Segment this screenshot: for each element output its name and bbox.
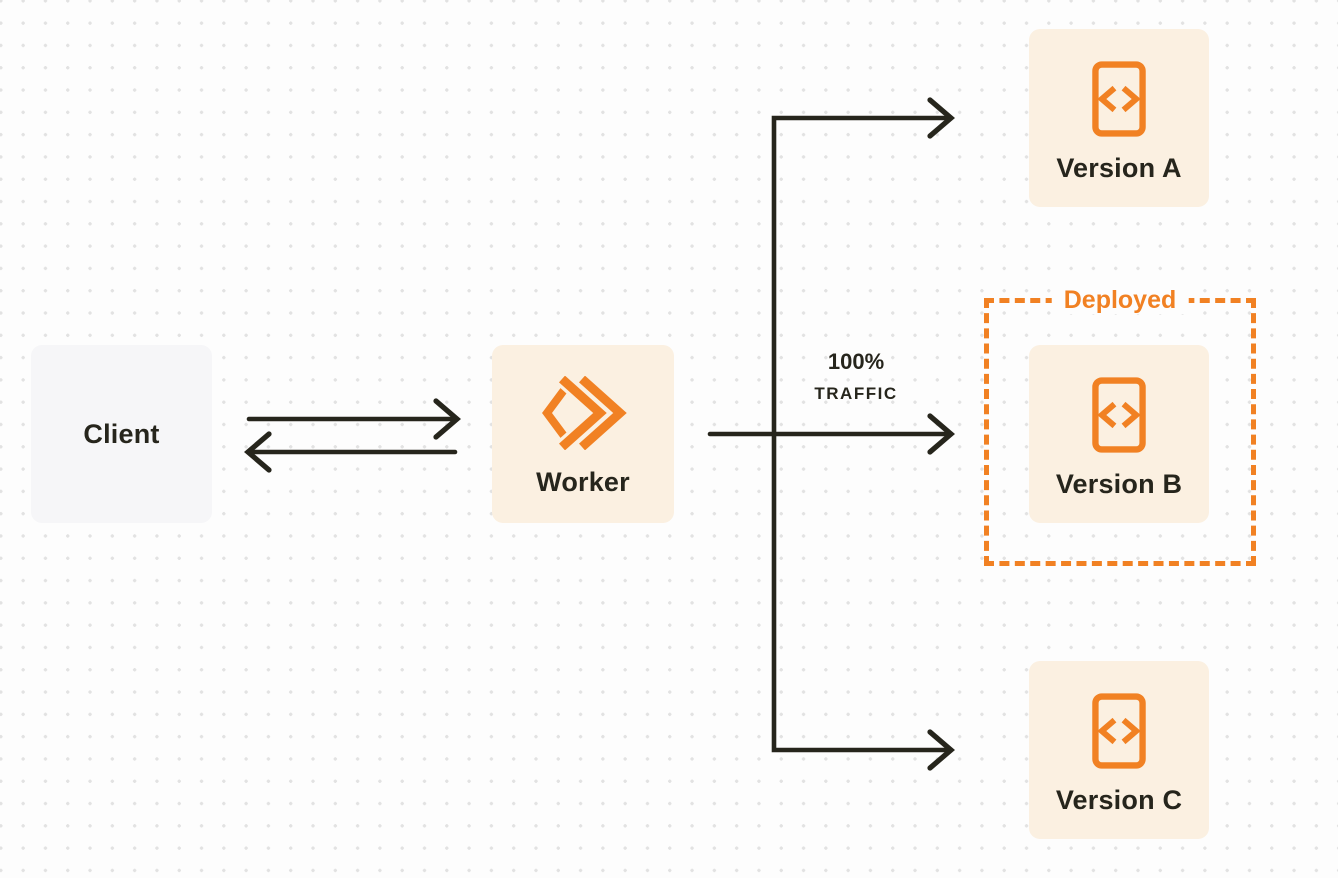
version-b-label: Version B — [1055, 469, 1183, 499]
traffic-word-label: TRAFFIC — [814, 384, 898, 403]
code-file-icon — [1092, 61, 1146, 137]
branch-to-version-a-arrowhead — [927, 97, 955, 139]
worker-node: Worker — [492, 345, 674, 523]
branch-line — [771, 115, 949, 753]
worker-logo-icon — [542, 376, 627, 450]
traffic-annotation: 100% TRAFFIC — [794, 350, 918, 404]
client-node: Client — [31, 345, 212, 523]
worker-label: Worker — [536, 467, 630, 497]
worker-to-version-b-arrowhead — [927, 413, 955, 455]
worker-to-client-arrowhead — [244, 431, 272, 473]
client-to-worker-arrowhead — [433, 398, 461, 440]
branch-to-version-c-arrowhead — [927, 729, 955, 771]
client-label: Client — [83, 418, 160, 449]
traffic-percent-label: 100% — [827, 349, 885, 374]
code-file-icon — [1092, 693, 1146, 769]
deployed-outline: Deployed — [984, 286, 1256, 566]
version-c-node: Version C — [1029, 661, 1209, 839]
version-a-label: Version A — [1056, 153, 1182, 183]
version-b-node: Version B — [1029, 345, 1209, 523]
code-file-icon — [1092, 377, 1146, 453]
deployed-label: Deployed — [1051, 286, 1189, 314]
version-a-node: Version A — [1029, 29, 1209, 207]
version-c-label: Version C — [1055, 785, 1183, 815]
